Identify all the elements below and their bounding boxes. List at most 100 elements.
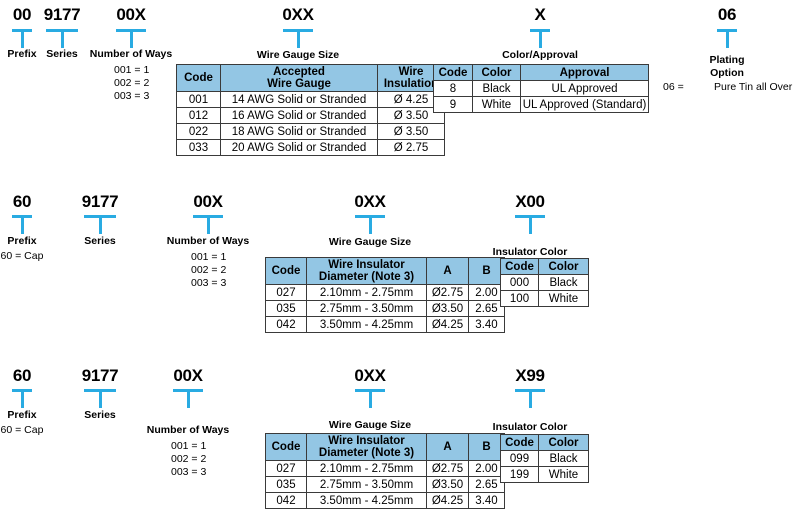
cell-b: 3.40: [468, 492, 505, 509]
code-row3-number-of-ways: 00X: [173, 366, 203, 385]
note-row3-prefix: 60 = Cap: [0, 424, 44, 436]
th-color: Color: [538, 258, 589, 275]
cell-code: 9: [433, 96, 473, 113]
connector-row2-insulator-color: [515, 215, 545, 234]
table-row2-insulator-color: Code Color 000 Black 100 White: [500, 258, 589, 307]
cell-insulation: Ø 4.25: [377, 91, 445, 108]
code-row2-insulator-color: X00: [515, 192, 545, 211]
table-row3-insulator-color: Code Color 099 Black 199 White: [500, 434, 589, 483]
caption-row1-number-of-ways: Number of Ways: [89, 48, 173, 60]
table-row: 027 2.10mm - 2.75mm Ø2.75 2.00: [265, 284, 505, 301]
cell-code: 100: [500, 290, 539, 307]
caption-row3-insulator-color: Insulator Color: [492, 421, 568, 433]
table-row: 033 20 AWG Solid or Stranded Ø 2.75: [176, 139, 445, 156]
cell-b: 3.40: [468, 316, 505, 333]
code-row2-number-of-ways: 00X: [193, 192, 223, 211]
cell-color: White: [538, 466, 589, 483]
code-row1-prefix: 00: [12, 5, 32, 24]
connector-row3-series: [84, 389, 116, 408]
table-row: 035 2.75mm - 3.50mm Ø3.50 2.65: [265, 300, 505, 317]
caption-line2: Option: [710, 67, 744, 79]
th-color: Color: [472, 64, 521, 81]
code-row2-series: 9177: [81, 192, 119, 211]
cell-code: 027: [265, 284, 307, 301]
cell-color: Black: [538, 274, 589, 291]
th-code: Code: [265, 433, 307, 461]
table-row: 000 Black: [500, 274, 589, 291]
code-row1-wire-gauge-size: 0XX: [282, 5, 314, 24]
cell-a: Ø3.50: [426, 476, 469, 493]
caption-row3-prefix: Prefix: [7, 409, 37, 421]
cell-color: White: [472, 96, 521, 113]
cell-color: Black: [472, 80, 521, 97]
code-row1-number-of-ways: 00X: [116, 5, 146, 24]
connector-row3-wire-gauge-size: [355, 389, 385, 408]
connector-row1-wire-gauge-size: [283, 29, 313, 48]
cell-code: 042: [265, 492, 307, 509]
cell-approval: UL Approved (Standard): [520, 96, 649, 113]
note-line: 001 = 1: [171, 440, 207, 452]
cell-insulation: Ø 2.75: [377, 139, 445, 156]
cell-gauge: 14 AWG Solid or Stranded: [220, 91, 378, 108]
cell-code: 042: [265, 316, 307, 333]
th-line2: Diameter (Note 3): [318, 447, 415, 459]
th-line1: Accepted: [273, 66, 325, 78]
code-row3-prefix: 60: [12, 366, 32, 385]
plating-note-value: Pure Tin all Over: [714, 81, 793, 93]
note-line: 002 = 2: [191, 264, 227, 276]
caption-row1-series: Series: [46, 48, 78, 60]
connector-row1-prefix: [12, 29, 32, 48]
th-code: Code: [433, 64, 473, 81]
cell-code: 022: [176, 123, 221, 140]
caption-row2-wire-gauge-size: Wire Gauge Size: [328, 236, 412, 248]
th-accepted-wire-gauge: Accepted Wire Gauge: [220, 64, 378, 92]
table-row: 8 Black UL Approved: [433, 80, 649, 97]
notes-row3-number-of-ways: 001 = 1 002 = 2 003 = 3: [171, 440, 206, 479]
cell-code: 001: [176, 91, 221, 108]
caption-row1-wire-gauge-size: Wire Gauge Size: [256, 49, 340, 61]
note-line: 003 = 3: [171, 466, 207, 478]
cell-gauge: 20 AWG Solid or Stranded: [220, 139, 378, 156]
th-line1: Wire: [398, 66, 424, 78]
cell-code: 035: [265, 300, 307, 317]
cell-a: Ø4.25: [426, 492, 469, 509]
th-b: B: [468, 257, 505, 285]
connector-row1-color-approval: [530, 29, 550, 48]
caption-row2-prefix: Prefix: [7, 235, 37, 247]
cell-color: Black: [538, 450, 589, 467]
cell-b: 2.00: [468, 460, 505, 477]
cell-gauge: 16 AWG Solid or Stranded: [220, 107, 378, 124]
th-line2: Wire Gauge: [267, 78, 331, 90]
caption-row3-wire-gauge-size: Wire Gauge Size: [328, 419, 412, 431]
th-code: Code: [500, 258, 539, 275]
table-row: 199 White: [500, 466, 589, 483]
th-line2: Insulation: [383, 78, 439, 90]
cell-a: Ø2.75: [426, 460, 469, 477]
code-row3-series: 9177: [81, 366, 119, 385]
table-row: 027 2.10mm - 2.75mm Ø2.75 2.00: [265, 460, 505, 477]
th-a: A: [426, 257, 469, 285]
note-row2-prefix: 60 = Cap: [0, 250, 44, 262]
caption-row1-color-approval: Color/Approval: [502, 49, 578, 61]
table-row: 012 16 AWG Solid or Stranded Ø 3.50: [176, 107, 445, 124]
th-code: Code: [265, 257, 307, 285]
code-row2-prefix: 60: [12, 192, 32, 211]
th-code: Code: [176, 64, 221, 92]
table-row: 100 White: [500, 290, 589, 307]
connector-row2-wire-gauge-size: [355, 215, 385, 234]
cell-code: 000: [500, 274, 539, 291]
note-line: 003 = 3: [114, 90, 150, 102]
table-row1-wire-gauge: Code Accepted Wire Gauge Wire Insulation…: [176, 64, 445, 156]
caption-row2-number-of-ways: Number of Ways: [166, 235, 250, 247]
cell-code: 099: [500, 450, 539, 467]
th-a: A: [426, 433, 469, 461]
table-row: 022 18 AWG Solid or Stranded Ø 3.50: [176, 123, 445, 140]
cell-b: 2.65: [468, 476, 505, 493]
cell-code: 027: [265, 460, 307, 477]
table-row: 042 3.50mm - 4.25mm Ø4.25 3.40: [265, 492, 505, 509]
th-code: Code: [500, 434, 539, 451]
table-row: 042 3.50mm - 4.25mm Ø4.25 3.40: [265, 316, 505, 333]
code-row3-wire-gauge-size: 0XX: [354, 366, 386, 385]
connector-row3-number-of-ways: [173, 389, 203, 408]
caption-row1-plating-option: Plating Option: [709, 54, 744, 80]
